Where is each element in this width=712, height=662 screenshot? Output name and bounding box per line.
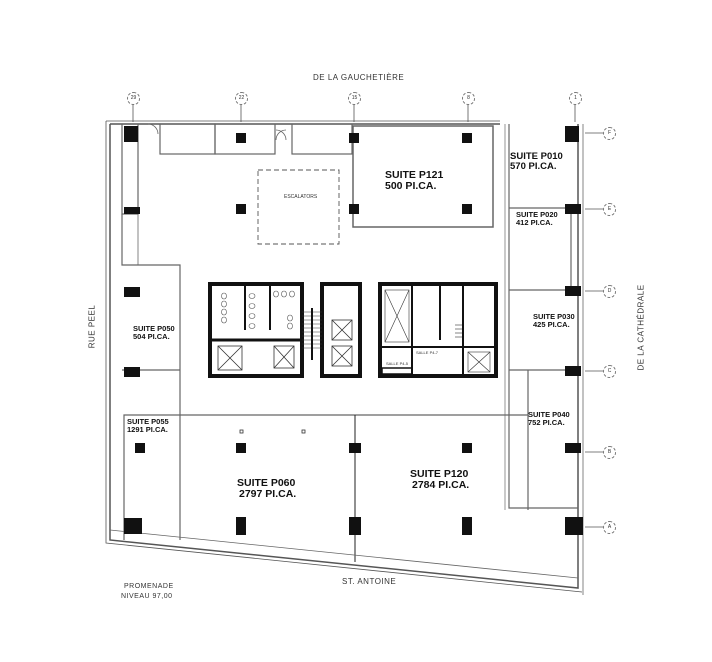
- structural-columns: [124, 126, 583, 535]
- suite-p060[interactable]: SUITE P060 2797 PI.CA.: [237, 477, 297, 501]
- core-east: [378, 282, 498, 378]
- suite-p030-name: SUITE P030: [533, 312, 575, 321]
- building-outline: [105, 120, 583, 593]
- suite-p040-area: 752 PI.CA.: [528, 417, 565, 427]
- grid-row-e: E: [603, 203, 616, 216]
- north-rooms: [147, 123, 353, 155]
- grid-col-22: 22: [235, 92, 248, 105]
- street-east: DE LA CATHÉDRALE: [636, 284, 646, 371]
- grid-col-15: 15: [348, 92, 361, 105]
- suite-p040-name: SUITE P040: [528, 410, 570, 419]
- escalators-label: ESCALATORS: [284, 194, 318, 200]
- suite-p121-outline: [352, 125, 494, 228]
- suite-p020[interactable]: SUITE P020 412 PI.CA.: [516, 211, 558, 227]
- core-west: [208, 282, 362, 378]
- suite-p030[interactable]: SUITE P030 425 PI.CA.: [533, 313, 575, 329]
- suite-p055-area: 1291 PI.CA.: [127, 424, 168, 434]
- escalators-area: [257, 169, 340, 245]
- grid-row-d: D: [603, 285, 616, 298]
- service-room-p4-5: SALLE P4-5: [386, 361, 409, 366]
- level-note-line2: NIVEAU 97,00: [121, 593, 173, 600]
- suite-p121-area: 500 PI.CA.: [385, 180, 437, 193]
- grid-row-f: F: [603, 127, 616, 140]
- suite-p120-area: 2784 PI.CA.: [412, 479, 470, 492]
- suite-p010-name: SUITE P010: [510, 151, 563, 162]
- suite-p020-name: SUITE P020: [516, 210, 558, 219]
- small-markers: [239, 429, 306, 434]
- service-room-p4-7: SALLE P4-7: [416, 350, 439, 355]
- suite-p055[interactable]: SUITE P055 1291 PI.CA.: [127, 418, 169, 434]
- suite-p121[interactable]: SUITE P121 500 PI.CA.: [385, 169, 444, 193]
- street-west: RUE PEEL: [87, 304, 97, 349]
- south-suites: [109, 370, 579, 579]
- level-note-line1: PROMENADE: [124, 583, 174, 590]
- suite-p040[interactable]: SUITE P040 752 PI.CA.: [528, 411, 570, 427]
- suite-p060-area: 2797 PI.CA.: [239, 488, 297, 501]
- street-south: ST. ANTOINE: [342, 577, 397, 586]
- grid-leaders: [132, 104, 603, 528]
- grid-col-29: 29: [127, 92, 140, 105]
- suite-p050-name: SUITE P050: [133, 324, 175, 333]
- street-north: DE LA GAUCHETIÈRE: [313, 73, 405, 82]
- grid-col-8: 8: [462, 92, 475, 105]
- suite-p050[interactable]: SUITE P050 504 PI.CA.: [133, 325, 175, 341]
- grid-col-1: 1: [569, 92, 582, 105]
- suite-p020-area: 412 PI.CA.: [516, 217, 553, 227]
- suite-p120-name: SUITE P120: [410, 468, 469, 480]
- grid-row-b: B: [603, 446, 616, 459]
- suite-p120[interactable]: SUITE P120 2784 PI.CA.: [410, 468, 470, 492]
- suite-p060-name: SUITE P060: [237, 477, 296, 489]
- suite-p050-area: 504 PI.CA.: [133, 331, 170, 341]
- suite-p010[interactable]: SUITE P010 570 PI.CA.: [510, 152, 563, 172]
- suite-p055-name: SUITE P055: [127, 417, 169, 426]
- grid-row-c: C: [603, 365, 616, 378]
- suite-p010-area: 570 PI.CA.: [510, 160, 557, 172]
- suite-p121-name: SUITE P121: [385, 169, 444, 181]
- grid-row-a: A: [603, 521, 616, 534]
- suite-p030-area: 425 PI.CA.: [533, 319, 570, 329]
